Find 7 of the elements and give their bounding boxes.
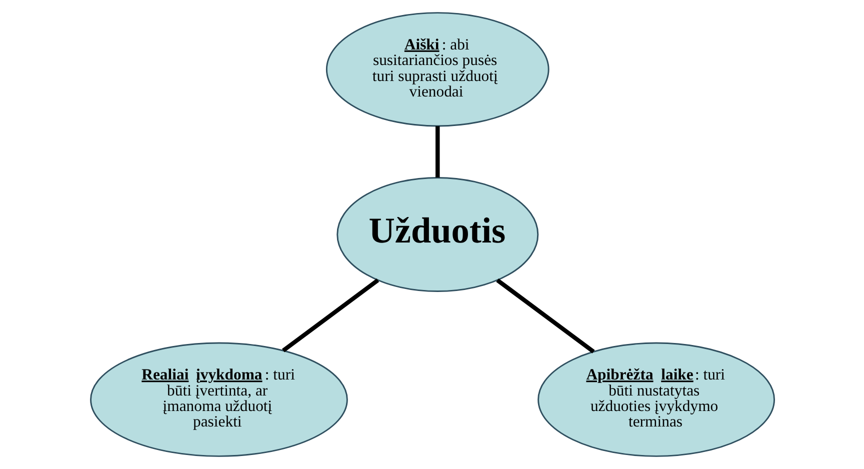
- node-ellipse: Užduotis: [336, 177, 538, 292]
- node-ellipse: Aiški: abi susitariančios pusės turi suprasti užduotį vienodai: [325, 12, 549, 127]
- connector: [281, 278, 379, 352]
- connector: [496, 278, 594, 354]
- connector: [435, 126, 440, 178]
- node-ellipse: Apibrėžta laike: turi būti nustatytas užduoties įvykdymo terminas: [537, 342, 774, 457]
- node-ellipse: Realiai įvykdoma: turi būti įvertinta, ar įmanoma užduotį pasiekti: [90, 342, 348, 457]
